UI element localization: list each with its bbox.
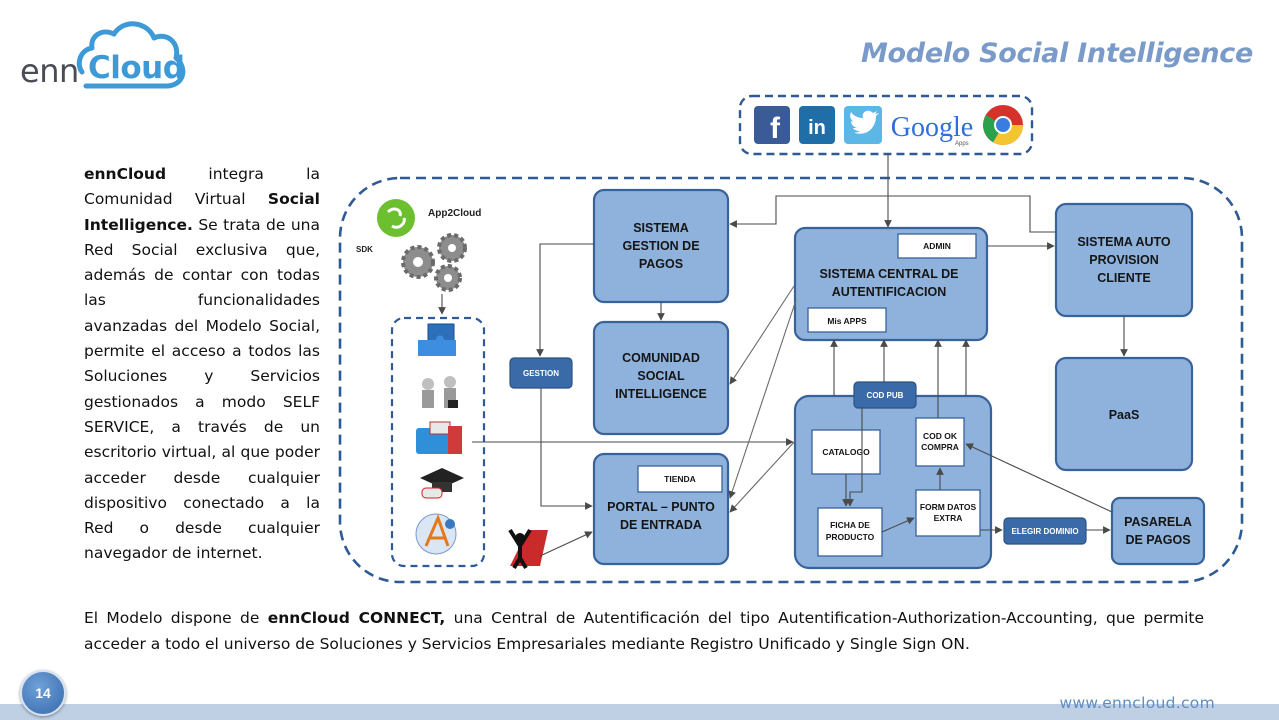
shopping-bag-icon [416,421,462,454]
svg-text:PRODUCTO: PRODUCTO [826,532,875,542]
intro-bold-1: Social Intelligence. [84,190,320,234]
linkedin-icon[interactable]: in [799,106,835,144]
app-store-icon [415,513,457,555]
svg-text:SISTEMA: SISTEMA [633,221,689,235]
ficha-producto-tag[interactable]: FICHA DE PRODUCTO [817,507,883,557]
svg-text:Google: Google [891,112,973,143]
svg-text:in: in [808,117,826,139]
svg-text:f: f [770,112,781,145]
svg-text:PORTAL – PUNTO: PORTAL – PUNTO [607,500,715,514]
facebook-icon[interactable]: f [754,106,790,145]
page-title: Modelo Social Intelligence [860,38,1253,69]
connector-lines [472,154,1128,534]
svg-text:ADMIN: ADMIN [923,241,951,251]
tienda-tag[interactable]: TIENDA [637,465,723,493]
svg-text:SISTEMA AUTO: SISTEMA AUTO [1077,235,1171,249]
gears-icon [401,233,467,292]
svg-text:FICHA DE: FICHA DE [830,520,870,530]
app2cloud-icon [377,199,415,237]
svg-text:COD PUB: COD PUB [867,391,904,400]
svg-text:TIENDA: TIENDA [664,474,696,484]
box-pasarela-pagos[interactable]: PASARELA DE PAGOS [1110,496,1206,566]
logo-prefix: enn [20,52,79,90]
svg-text:Mis APPS: Mis APPS [827,316,867,326]
enncloud-logo: enn Cloud [16,18,191,93]
codpub-tag[interactable]: COD PUB [853,381,917,409]
user-figure-icon [508,528,548,570]
svg-text:ELEGIR DOMINIO: ELEGIR DOMINIO [1011,527,1078,536]
box-paas[interactable]: PaaS [1054,356,1194,472]
sdk-label: SDK [356,245,373,254]
svg-text:DE ENTRADA: DE ENTRADA [620,518,702,532]
svg-text:Apps: Apps [955,141,969,147]
intro-brand: ennCloud [84,165,167,183]
bottom-bold: ennCloud CONNECT, [267,609,446,627]
svg-text:PAGOS: PAGOS [639,257,683,271]
svg-text:CATALOGO: CATALOGO [822,447,870,457]
app2cloud-label: App2Cloud [428,208,481,219]
form-datos-extra-tag[interactable]: FORM DATOS EXTRA [915,489,981,537]
svg-text:COMUNIDAD: COMUNIDAD [622,351,700,365]
svg-text:GESTION DE: GESTION DE [622,239,699,253]
svg-text:EXTRA: EXTRA [934,513,963,523]
svg-text:FORM DATOS: FORM DATOS [920,502,977,512]
svg-text:SISTEMA CENTRAL DE: SISTEMA CENTRAL DE [820,267,959,281]
gestion-tag[interactable]: GESTION [509,357,573,389]
bottom-text-1: El Modelo dispone de [84,609,268,627]
platform-border [338,176,1244,584]
box-sistema-auto-provision[interactable]: SISTEMA AUTO PROVISION CLIENTE [1054,202,1194,318]
twitter-icon[interactable] [844,106,882,144]
page-number-badge: 14 [20,670,66,716]
svg-text:CLIENTE: CLIENTE [1097,271,1150,285]
bottom-text-2: una Central de Autentificación del tipo … [84,609,1205,653]
svg-text:INTELLIGENCE: INTELLIGENCE [615,387,707,401]
puzzle-monitor-icon [418,323,456,356]
footer-url[interactable]: www.enncloud.com [1059,694,1215,712]
svg-text:COMPRA: COMPRA [921,442,959,452]
svg-text:GESTION: GESTION [523,369,559,378]
svg-text:PROVISION: PROVISION [1089,253,1158,267]
chrome-icon[interactable] [983,105,1023,145]
google-apps-icon[interactable]: Google Apps [891,112,973,147]
svg-text:SOCIAL: SOCIAL [637,369,685,383]
svg-text:COD OK: COD OK [923,431,958,441]
logo-name: Cloud [88,50,185,86]
svg-text:PASARELA: PASARELA [1124,515,1192,529]
elegir-dominio-tag[interactable]: ELEGIR DOMINIO [1003,517,1087,545]
cloud-logo-icon [76,21,186,89]
svg-text:PaaS: PaaS [1109,408,1140,422]
svg-text:DE PAGOS: DE PAGOS [1125,533,1190,547]
admin-tag[interactable]: ADMIN [897,233,977,259]
handshake-icon [422,376,458,408]
footer-bar [0,704,1279,720]
arrow-user-to-portal [539,531,593,557]
box-sistema-gestion-pagos[interactable]: SISTEMA GESTION DE PAGOS [592,188,730,304]
bottom-paragraph: El Modelo dispone de ennCloud CONNECT, u… [84,606,1204,657]
mis-apps-tag[interactable]: Mis APPS [807,307,887,333]
svg-text:AUTENTIFICACION: AUTENTIFICACION [832,285,947,299]
intro-text-1: integra la Comunidad Virtual [84,165,320,209]
graduation-cap-icon [420,468,464,499]
intro-text-2: Se trata de una Red Social exclusiva que… [84,215,320,563]
catalogo-tag[interactable]: CATALOGO [811,429,881,475]
intro-paragraph: ennCloud integra la Comunidad Virtual So… [84,162,320,567]
box-comunidad-social-intelligence[interactable]: COMUNIDAD SOCIAL INTELLIGENCE [592,320,730,436]
cod-ok-compra-tag[interactable]: COD OK COMPRA [915,417,965,467]
